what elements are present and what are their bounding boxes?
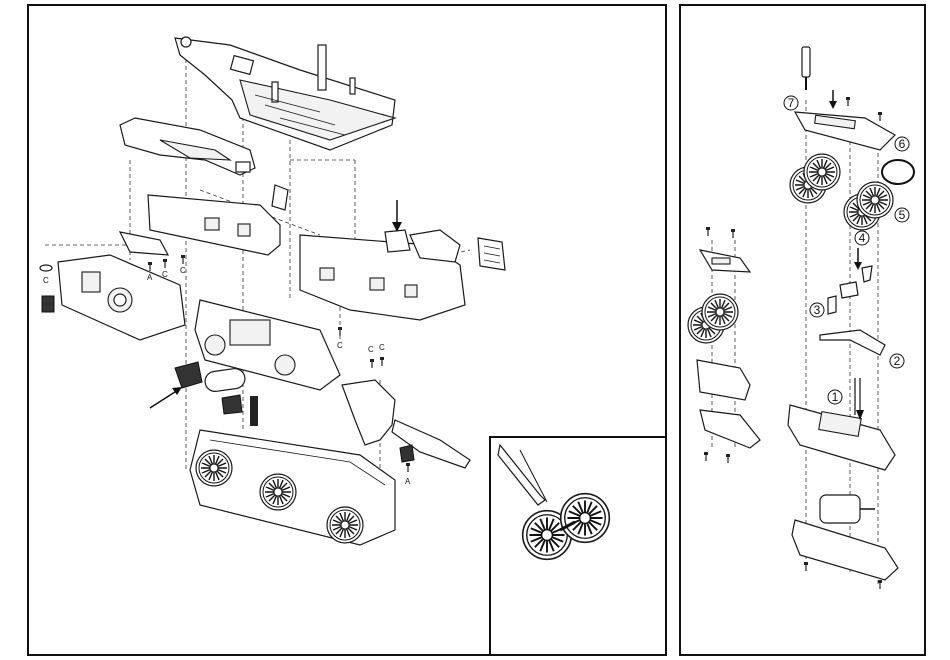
screwdriver-icon [802,47,810,90]
part-label: C [379,343,385,352]
step-6: 6 [899,137,906,151]
bottom-chassis [792,520,898,589]
top-plate [795,90,895,150]
part-label: C [337,341,343,350]
part-label: A [405,477,411,486]
inset-detail [490,437,666,655]
chassis-body [788,378,895,470]
step-3: 3 [814,303,821,317]
arrow-diagonal-icon [150,387,182,408]
step-numbers: 7 6 5 4 3 2 1 [784,96,909,404]
wheel-step5-back [857,182,893,218]
right-panel: 7 6 5 4 3 2 1 [680,5,925,655]
left-wheel-back [702,294,738,330]
part-label: C [43,276,49,285]
part-label: C [162,270,168,279]
step-4: 4 [859,231,866,245]
motor [820,495,875,523]
step-2: 2 [894,354,901,368]
wheel-chassis [190,430,395,545]
left-mechanism [42,232,185,340]
left-subassembly [688,227,760,463]
upper-frame [120,118,255,175]
step-7: 7 [788,96,795,110]
drive-wheel-3 [327,507,363,543]
inset-wheel-back [561,494,610,543]
left-panel: C A C C C C C A [28,5,666,655]
rubber-ring [882,160,914,184]
chassis-frame-right [300,230,505,320]
side-frame [148,185,288,255]
step-1: 1 [832,390,839,404]
drive-wheel-1 [196,450,232,486]
right-bracket [342,380,470,468]
part-label: C [180,266,186,275]
leaf-spring [820,330,885,355]
step-5: 5 [899,208,906,222]
part-label: C [368,345,374,354]
wheel-top-front [804,154,840,190]
arrow-down-icon [392,200,402,232]
motor-block [175,300,340,426]
part-label: A [147,273,153,282]
drive-wheel-2 [260,474,296,510]
